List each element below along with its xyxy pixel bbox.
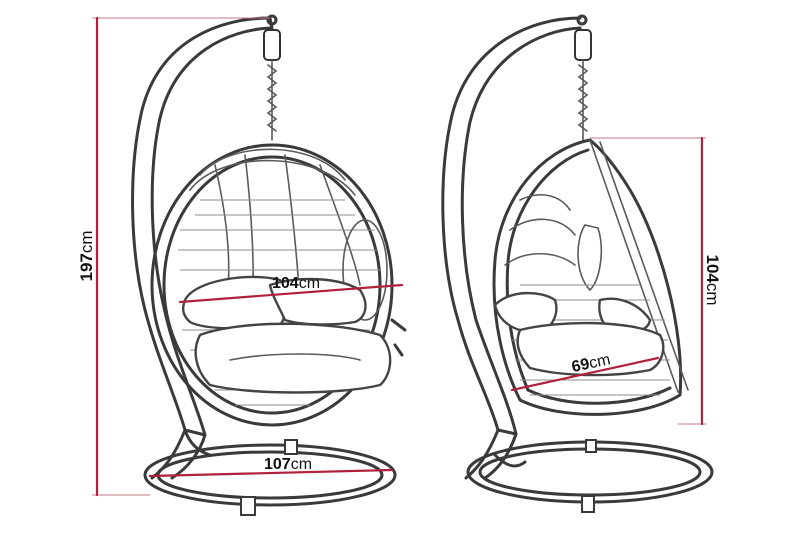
seat-depth-unit: cm — [588, 351, 612, 372]
base-diameter-value: 107 — [264, 456, 291, 473]
base-diameter-unit: cm — [291, 456, 312, 473]
basket-height-unit: cm — [703, 283, 722, 306]
front-hanging-chain — [263, 29, 281, 141]
dimension-basket-height: 104cm — [590, 136, 722, 426]
seat-width-label: 104cm — [272, 275, 320, 292]
dimension-seat-width: 104cm — [178, 275, 404, 304]
seat-depth-label: 69cm — [570, 351, 612, 376]
total-height-value: 197 — [77, 253, 96, 281]
dimension-total-height: 197cm — [77, 16, 270, 497]
seat-width-value: 104 — [272, 275, 299, 292]
front-stand — [131, 14, 278, 480]
side-stand — [441, 14, 588, 480]
total-height-label: 197cm — [77, 230, 96, 281]
side-view: 104cm 69cm — [441, 14, 722, 513]
dimension-base-diameter: 107cm — [148, 456, 394, 478]
front-base-ring — [143, 439, 397, 516]
seat-width-unit: cm — [299, 275, 320, 292]
seat-depth-value: 69 — [570, 356, 591, 376]
base-diameter-label: 107cm — [264, 456, 312, 473]
basket-height-value: 104 — [703, 254, 722, 283]
side-hanging-chain — [574, 29, 592, 141]
side-cushions — [493, 291, 665, 377]
front-view: 197cm 104cm 107cm — [77, 14, 407, 516]
dimension-seat-depth: 69cm — [510, 351, 660, 392]
total-height-unit: cm — [77, 230, 96, 253]
basket-height-label: 104cm — [703, 254, 722, 305]
side-base-ring — [466, 439, 714, 513]
